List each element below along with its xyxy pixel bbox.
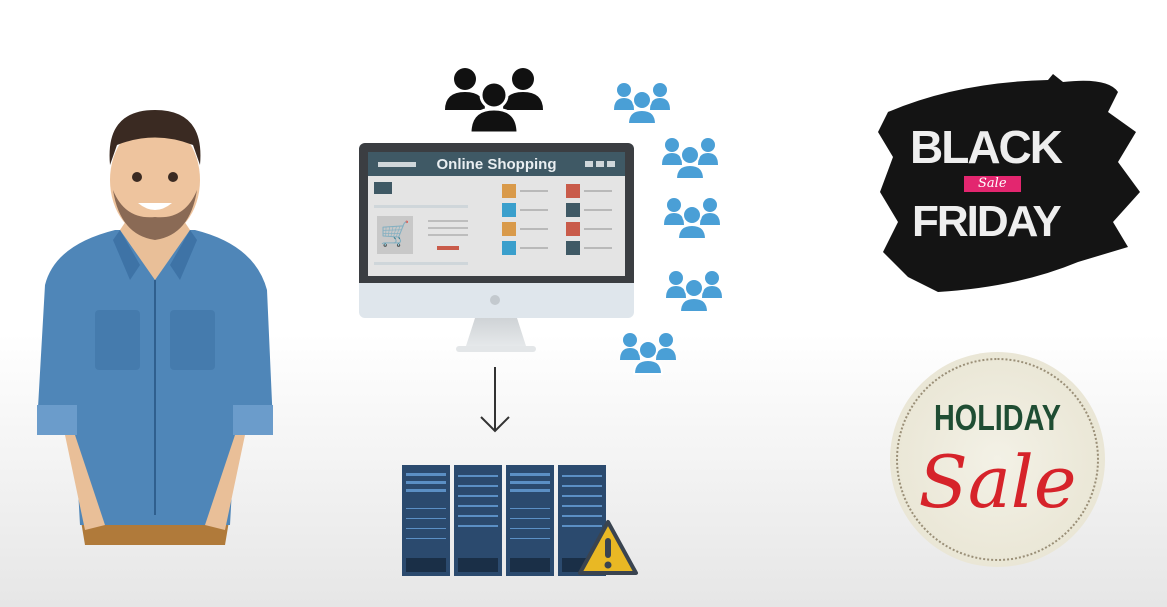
computer-monitor: Online Shopping 🛒: [359, 143, 634, 318]
shopping-cart-icon: 🛒: [377, 216, 413, 254]
black-friday-badge: BLACK Sale FRIDAY: [878, 72, 1140, 292]
users-group-icon: [445, 68, 543, 135]
server-racks: [402, 465, 606, 576]
down-arrow-icon: [480, 367, 510, 433]
man-illustration: [37, 110, 273, 545]
website-header: Online Shopping: [368, 152, 625, 176]
friday-text: FRIDAY: [912, 197, 1062, 246]
black-text: BLACK: [910, 121, 1063, 173]
shopping-website-screen: Online Shopping 🛒: [368, 152, 625, 276]
warning-icon: [578, 520, 638, 575]
sale-ribbon: Sale: [964, 176, 1021, 192]
menu-icon[interactable]: [374, 182, 392, 194]
buy-button[interactable]: [437, 246, 459, 250]
monitor-base: [456, 346, 536, 352]
sale-text: Sale: [918, 440, 1077, 524]
website-title: Online Shopping: [436, 155, 557, 173]
power-button: [490, 295, 500, 305]
holiday-sale-badge: HOLIDAY Sale: [890, 352, 1105, 567]
user-groups-blue: [613, 82, 723, 375]
monitor-stand: [466, 318, 526, 346]
holiday-text: HOLIDAY: [934, 397, 1061, 438]
